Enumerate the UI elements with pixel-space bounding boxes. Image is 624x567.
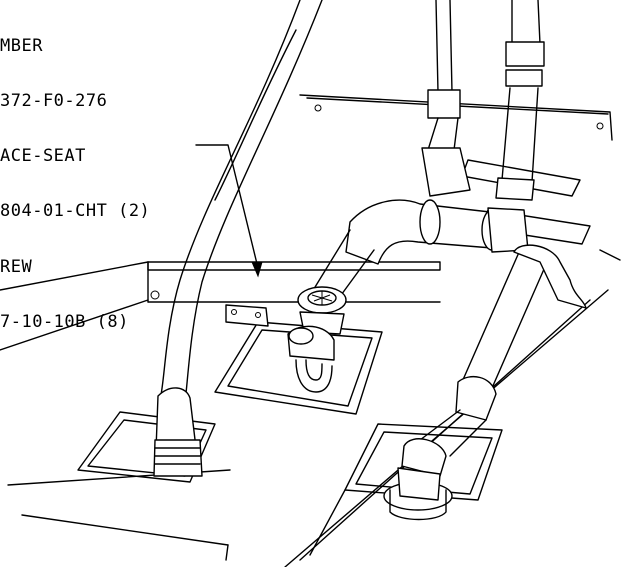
left-hose [153,0,323,477]
right-drain-run [383,244,587,521]
drain-tee-elbow [311,199,529,303]
callout-line: MBER [0,35,43,56]
callout-line: 7-10-10B (8) [0,311,129,332]
mounting-bracket [225,304,269,327]
sink-strainer-trap [287,286,347,393]
callout-line: 372-F0-276 [0,91,108,112]
callout-line: 804-01-CHT (2) [0,201,151,222]
center-floor-opening [214,321,383,415]
left-floor-opening [77,411,216,483]
part-callout-block: MBER 372-F0-276 ACE-SEAT 804-01-CHT (2) … [0,0,150,350]
callout-line: REW [0,256,33,277]
floor-plate [0,94,621,567]
callout-leader [195,144,263,278]
callout-line: ACE-SEAT [0,146,86,167]
vertical-drain-pipes [421,0,545,201]
